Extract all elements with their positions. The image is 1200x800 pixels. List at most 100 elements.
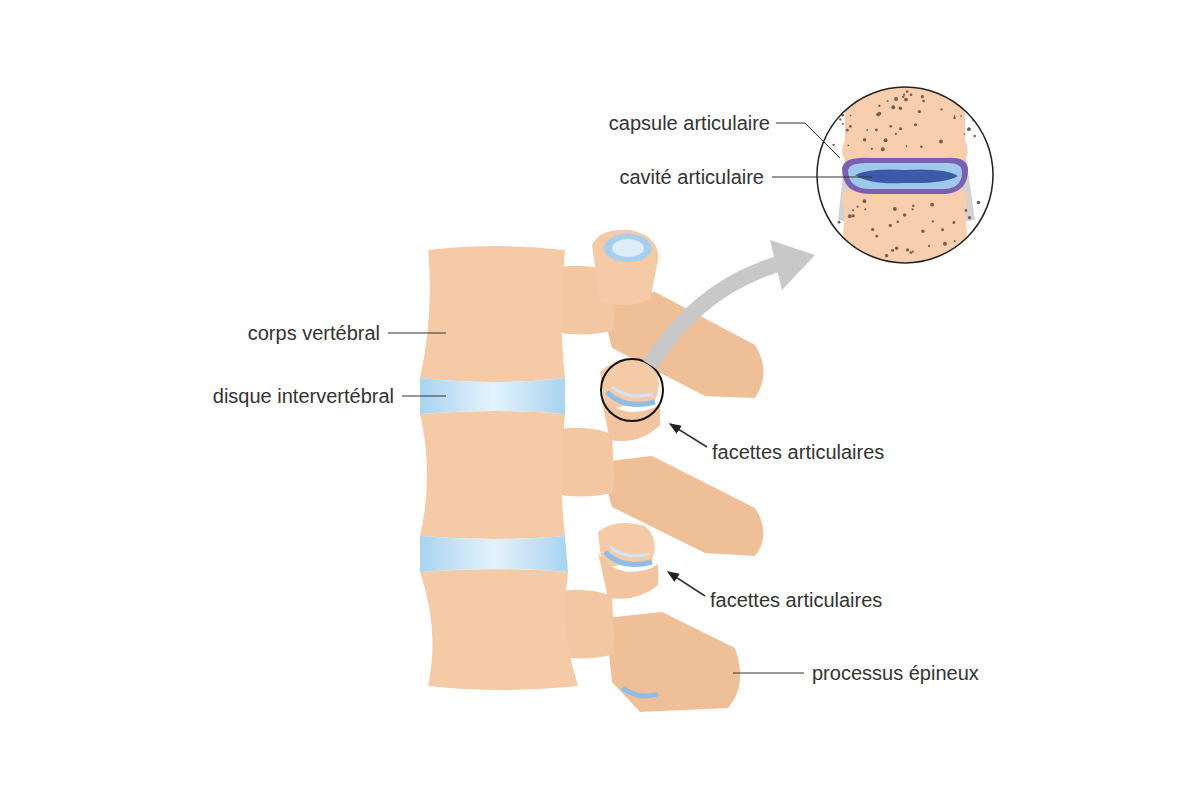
bone-dot (930, 203, 934, 207)
bone-dot (876, 113, 880, 117)
bone-dot (912, 204, 915, 207)
bone-dot (974, 106, 977, 109)
bone-dot (918, 110, 921, 113)
bone-dot (897, 220, 899, 222)
bone-dot (871, 148, 873, 150)
bone-dot (941, 228, 944, 231)
part-label: cavité articulaire (619, 165, 764, 189)
bone-dot (952, 221, 955, 224)
bone-dot (839, 118, 841, 120)
bone-dot (939, 140, 943, 144)
bone-dot (910, 93, 913, 96)
bone-dot (891, 105, 895, 109)
bone-dot (921, 230, 924, 233)
bone-dot (960, 115, 962, 117)
bone-dot (832, 144, 834, 146)
articular-process (592, 230, 660, 696)
bone-dot (932, 220, 934, 222)
bone-dot (968, 216, 971, 219)
bone-dot (964, 133, 966, 135)
bone-dot (852, 214, 855, 217)
bone-dot (842, 267, 845, 270)
bone-dot (848, 214, 852, 218)
bone-dot (904, 98, 908, 102)
bone-dot (884, 138, 888, 142)
bone-dot (974, 248, 977, 251)
bone-dot (903, 93, 905, 95)
bone-dot (857, 206, 859, 208)
bone-dot (887, 100, 889, 102)
part-label: facettes articulaires (712, 440, 884, 464)
spinous-process (600, 292, 764, 712)
bone-dot (967, 242, 970, 245)
bone-dot (841, 87, 844, 90)
bone-dot (850, 115, 852, 117)
bone-dot (871, 228, 874, 231)
bone-dot (876, 235, 879, 238)
bone-dot (894, 97, 898, 101)
bone-dot (914, 123, 917, 126)
bone-dot (889, 224, 892, 227)
bone-dot (893, 207, 897, 211)
bone-dot (906, 248, 909, 251)
part-label: facettes articulaires (710, 588, 882, 612)
bone-dot (922, 100, 925, 103)
bone-dot (935, 86, 937, 88)
bone-dot (911, 208, 913, 210)
bone-dot (966, 87, 968, 89)
bone-dot (940, 108, 942, 110)
zoom-arrow (650, 262, 785, 365)
zoom-arrowhead (770, 240, 815, 290)
bone-dot (954, 240, 956, 242)
bone-dot (928, 245, 930, 247)
bone-dot (878, 105, 880, 107)
bone-dot (885, 254, 888, 257)
bone-dot (970, 100, 972, 102)
part-label: processus épineux (812, 661, 979, 685)
bone-dot (902, 96, 904, 98)
bone-dot (875, 128, 878, 131)
magnifier-circle (601, 359, 663, 421)
bone-dot (843, 84, 846, 87)
part-label: capsule articulaire (609, 111, 770, 135)
bone-dot (846, 129, 849, 132)
bone-dot (891, 249, 894, 252)
bone-dot (972, 85, 974, 87)
bone-dot (895, 133, 897, 135)
bone-dot (953, 117, 955, 119)
bone-dot (863, 199, 867, 203)
bone-dot (881, 147, 885, 151)
bone-dot (920, 146, 922, 148)
bone-dot (854, 266, 857, 269)
bone-dot (841, 247, 843, 249)
intervertebral-disc (420, 378, 568, 572)
bone-dot (847, 144, 849, 146)
bone-dot (903, 213, 906, 216)
bone-dot (842, 248, 844, 250)
bone-dot (956, 89, 959, 92)
bone-dot (842, 123, 844, 125)
bone-dot (954, 267, 958, 271)
bone-dot (864, 208, 866, 210)
bone-dot (844, 100, 846, 102)
bone-dot (838, 221, 841, 224)
bone-dot (973, 135, 975, 137)
bone-dot (912, 251, 914, 253)
joint-inset (817, 80, 993, 271)
vertebral-body (420, 246, 578, 690)
bone-dot (965, 209, 968, 212)
bone-dot (898, 267, 901, 270)
bone-dot (906, 90, 909, 93)
bone-dot (899, 106, 903, 110)
bone-dot (852, 209, 854, 211)
bone-dot (910, 251, 913, 254)
bone-dot (977, 201, 981, 205)
bone-dot (863, 138, 866, 141)
bone-dot (895, 247, 898, 250)
bone-dot (889, 125, 892, 128)
bone-dot (921, 95, 924, 98)
bone-dot (899, 127, 902, 130)
bone-dot (866, 129, 868, 131)
